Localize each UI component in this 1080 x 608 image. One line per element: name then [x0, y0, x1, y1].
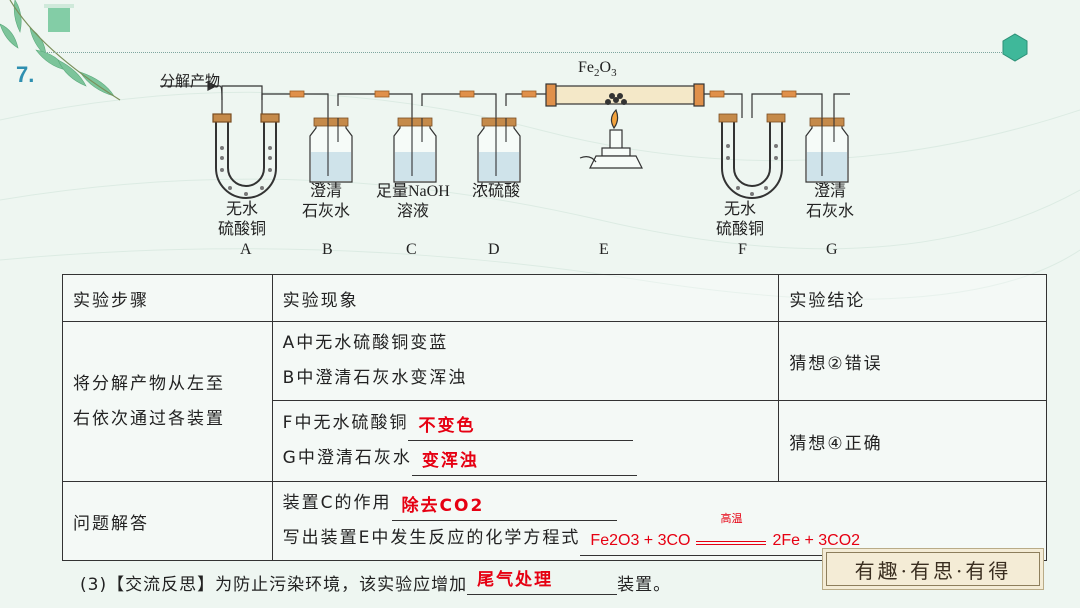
answer-f: 不变色: [408, 412, 634, 441]
results-table: 实验步骤 实验现象 实验结论 将分解产物从左至 右依次通过各装置 A中无水硫酸铜…: [62, 274, 1048, 561]
step-cell: 将分解产物从左至 右依次通过各装置: [62, 321, 273, 482]
hexagon-icon: [1002, 33, 1028, 62]
table-header-row: 实验步骤 实验现象 实验结论: [62, 274, 1047, 322]
letter-c: C: [406, 241, 417, 258]
header-steps: 实验步骤: [62, 274, 273, 322]
answer-c: 除去CO2: [391, 492, 617, 521]
answer-reflection: 尾气处理: [467, 566, 618, 595]
fe2o3-label: Fe2O3: [578, 59, 617, 80]
letter-b: B: [322, 241, 333, 258]
label-a: 无水硫酸铜: [218, 201, 267, 238]
header-phenomena: 实验现象: [271, 274, 780, 322]
letter-g: G: [826, 241, 838, 258]
qa-cell: 问题解答: [62, 481, 273, 561]
label-f: 无水硫酸铜: [716, 201, 765, 238]
question-number: 7.: [16, 62, 35, 87]
header-conclusion: 实验结论: [778, 274, 1047, 322]
inlet-label: 分解产物: [160, 74, 221, 90]
table-row: 将分解产物从左至 右依次通过各装置 A中无水硫酸铜变蓝 B中澄清石灰水变浑浊 猜…: [62, 321, 1047, 482]
letter-f: F: [738, 241, 747, 258]
observation-fg: F中无水硫酸铜不变色 G中澄清石灰水变浑浊: [271, 400, 780, 482]
letter-e: E: [599, 241, 609, 258]
letter-a: A: [240, 241, 252, 258]
observation-ab: A中无水硫酸铜变蓝 B中澄清石灰水变浑浊: [271, 321, 780, 401]
willow-leaf-decoration: [0, 0, 121, 101]
letter-d: D: [488, 241, 500, 258]
cup-icon: [48, 6, 70, 32]
reflection-question: (3)【交流反思】为防止污染环境，该实验应增加尾气处理装置。: [80, 566, 671, 595]
answer-g: 变浑浊: [411, 447, 637, 476]
conclusion-4: 猜想④正确: [778, 400, 1047, 482]
label-b: 澄清石灰水: [302, 183, 351, 220]
motto-stamp: 有趣·有思·有得: [822, 548, 1044, 590]
dotted-divider: [45, 52, 1010, 53]
label-d: 浓硫酸: [472, 183, 521, 200]
apparatus-drawing: [160, 81, 850, 199]
label-g: 澄清石灰水: [806, 183, 855, 220]
conclusion-2: 猜想②错误: [778, 321, 1047, 401]
table-row: F中无水硫酸铜不变色 G中澄清石灰水变浑浊 猜想④正确: [63, 400, 1047, 482]
